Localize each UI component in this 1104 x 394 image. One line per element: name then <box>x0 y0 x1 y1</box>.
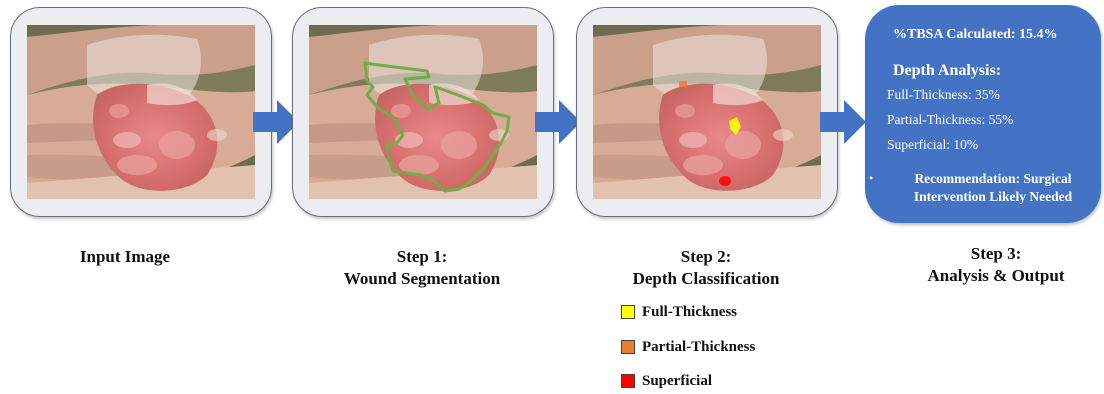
full-thickness-percent: Full-Thickness: 35% <box>887 87 1000 103</box>
depth-analysis-heading: Depth Analysis: <box>893 62 1001 80</box>
input-image-panel <box>10 7 272 217</box>
legend-label: Partial-Thickness <box>642 339 755 356</box>
superficial-percent: Superficial: 10% <box>887 137 978 153</box>
recommendation-text: Recommendation: Surgical Intervention Li… <box>893 170 1093 206</box>
arrow-right-icon <box>535 100 581 144</box>
caption-line: Input Image <box>80 247 170 266</box>
legend-label: Superficial <box>642 373 712 390</box>
input-image-caption: Input Image <box>25 246 225 268</box>
step3-caption: Step 3: Analysis & Output <box>896 243 1096 287</box>
tbsa-value: %TBSA Calculated: 15.4% <box>893 27 1058 43</box>
legend-item-partial-thickness: Partial-Thickness <box>621 338 755 356</box>
depth-classification-panel <box>576 7 838 217</box>
step1-caption: Step 1: Wound Segmentation <box>322 246 522 290</box>
segmentation-panel <box>292 7 554 217</box>
caption-line: Step 3: <box>896 243 1096 265</box>
legend-item-full-thickness: Full-Thickness <box>621 303 737 321</box>
arrow-right-icon <box>820 100 866 144</box>
caption-line: Analysis & Output <box>896 265 1096 287</box>
caption-line: Step 2: <box>606 246 806 268</box>
caption-line: Step 1: <box>322 246 522 268</box>
bullet-icon: • <box>869 171 873 186</box>
caption-line: Depth Classification <box>606 268 806 290</box>
classified-hand-photo <box>593 25 821 199</box>
caption-line: Wound Segmentation <box>322 268 522 290</box>
legend-swatch <box>621 305 635 319</box>
analysis-output-box: %TBSA Calculated: 15.4% Depth Analysis: … <box>865 5 1101 223</box>
input-hand-photo <box>27 25 255 199</box>
legend-item-superficial: Superficial <box>621 372 712 390</box>
legend-swatch <box>621 374 635 388</box>
partial-thickness-percent: Partial-Thickness: 55% <box>887 112 1013 128</box>
legend-swatch <box>621 340 635 354</box>
step2-caption: Step 2: Depth Classification <box>606 246 806 290</box>
legend-label: Full-Thickness <box>642 304 737 321</box>
segmented-hand-photo <box>309 25 537 199</box>
